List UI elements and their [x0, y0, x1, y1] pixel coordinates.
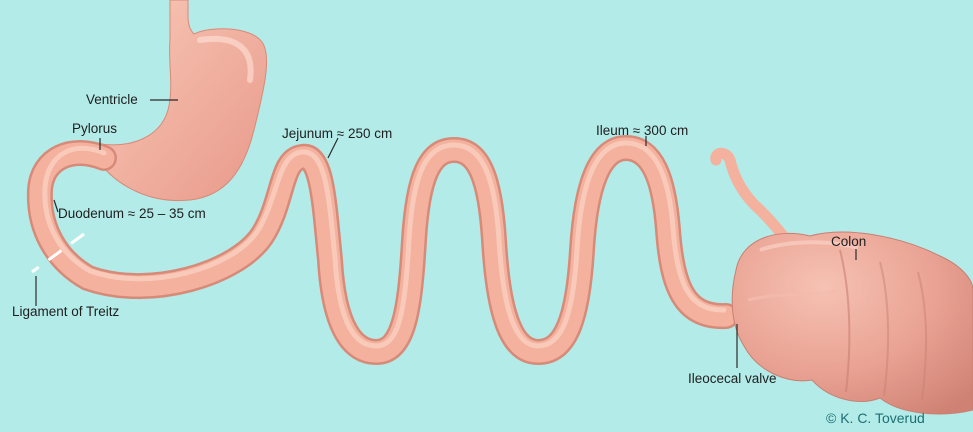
duodenum-label: Duodenum ≈ 25 – 35 cm	[58, 206, 206, 222]
copyright-credit: © K. C. Toverud	[826, 410, 925, 426]
ligament-of-treitz-label: Ligament of Treitz	[12, 304, 119, 320]
pylorus-label: Pylorus	[72, 121, 117, 137]
ileum-label: Ileum ≈ 300 cm	[596, 123, 688, 139]
ileocecal-valve-label: Ileocecal valve	[688, 371, 777, 387]
jejunum-label: Jejunum ≈ 250 cm	[282, 126, 392, 142]
ventricle-label: Ventricle	[86, 92, 138, 108]
colon-label: Colon	[831, 234, 866, 250]
